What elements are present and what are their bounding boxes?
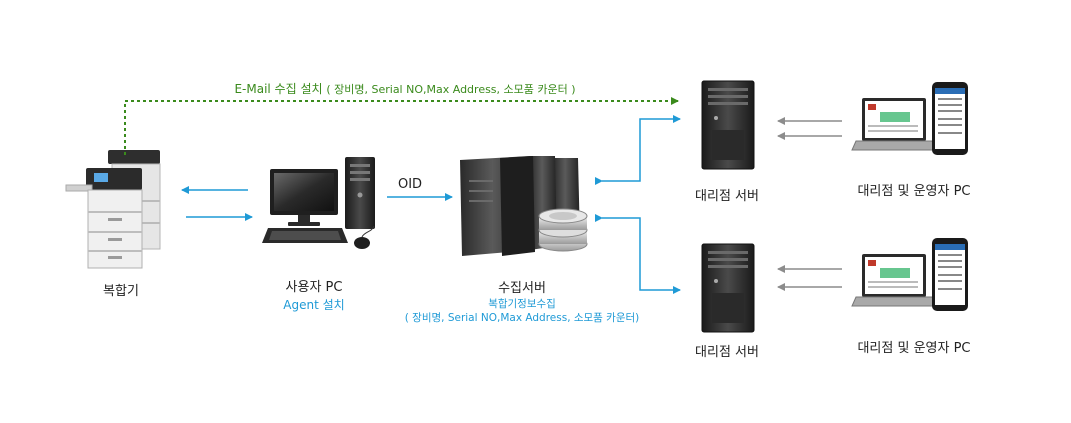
tower-server-icon	[701, 243, 755, 333]
server-to-dealer-server-1-arrow	[595, 115, 681, 185]
tower-server-icon	[701, 80, 755, 170]
desktop-computer-icon	[262, 157, 375, 249]
email-edge-label-group: E-Mail 수집 설치 ( 장비명, Serial NO,Max Addres…	[234, 80, 575, 97]
mfp-label: 복합기	[103, 284, 139, 299]
dealer-server-1-label: 대리점 서버	[695, 189, 759, 204]
multifunction-printer-icon	[65, 150, 161, 269]
laptop-phone-icon	[851, 82, 968, 155]
laptop-phone-icon	[851, 238, 968, 311]
collection-server-label: 수집서버	[498, 281, 546, 296]
oid-label: OID	[397, 177, 423, 192]
collection-server-sublabel: 복합기정보수집	[488, 298, 556, 310]
collection-server-detail: ( 장비명, Serial NO,Max Address, 소모품 카운터)	[404, 312, 640, 324]
user-pc-sublabel: Agent 설치	[283, 298, 345, 312]
user-pc-label: 사용자 PC	[285, 280, 343, 295]
email-dotted-arrow	[124, 97, 679, 155]
dealer-pc-2-label: 대리점 및 운영자 PC	[857, 341, 971, 356]
server-rack-database-icon	[460, 156, 588, 256]
email-edge-detail: ( 장비명, Serial NO,Max Address, 소모품 카운터 )	[326, 83, 576, 96]
dealer-pc-1-label: 대리점 및 운영자 PC	[857, 184, 971, 199]
dealer-server-2-label: 대리점 서버	[695, 345, 759, 360]
server-to-dealer-server-2-arrow	[595, 214, 681, 294]
email-edge-label: E-Mail 수집 설치	[234, 82, 323, 96]
